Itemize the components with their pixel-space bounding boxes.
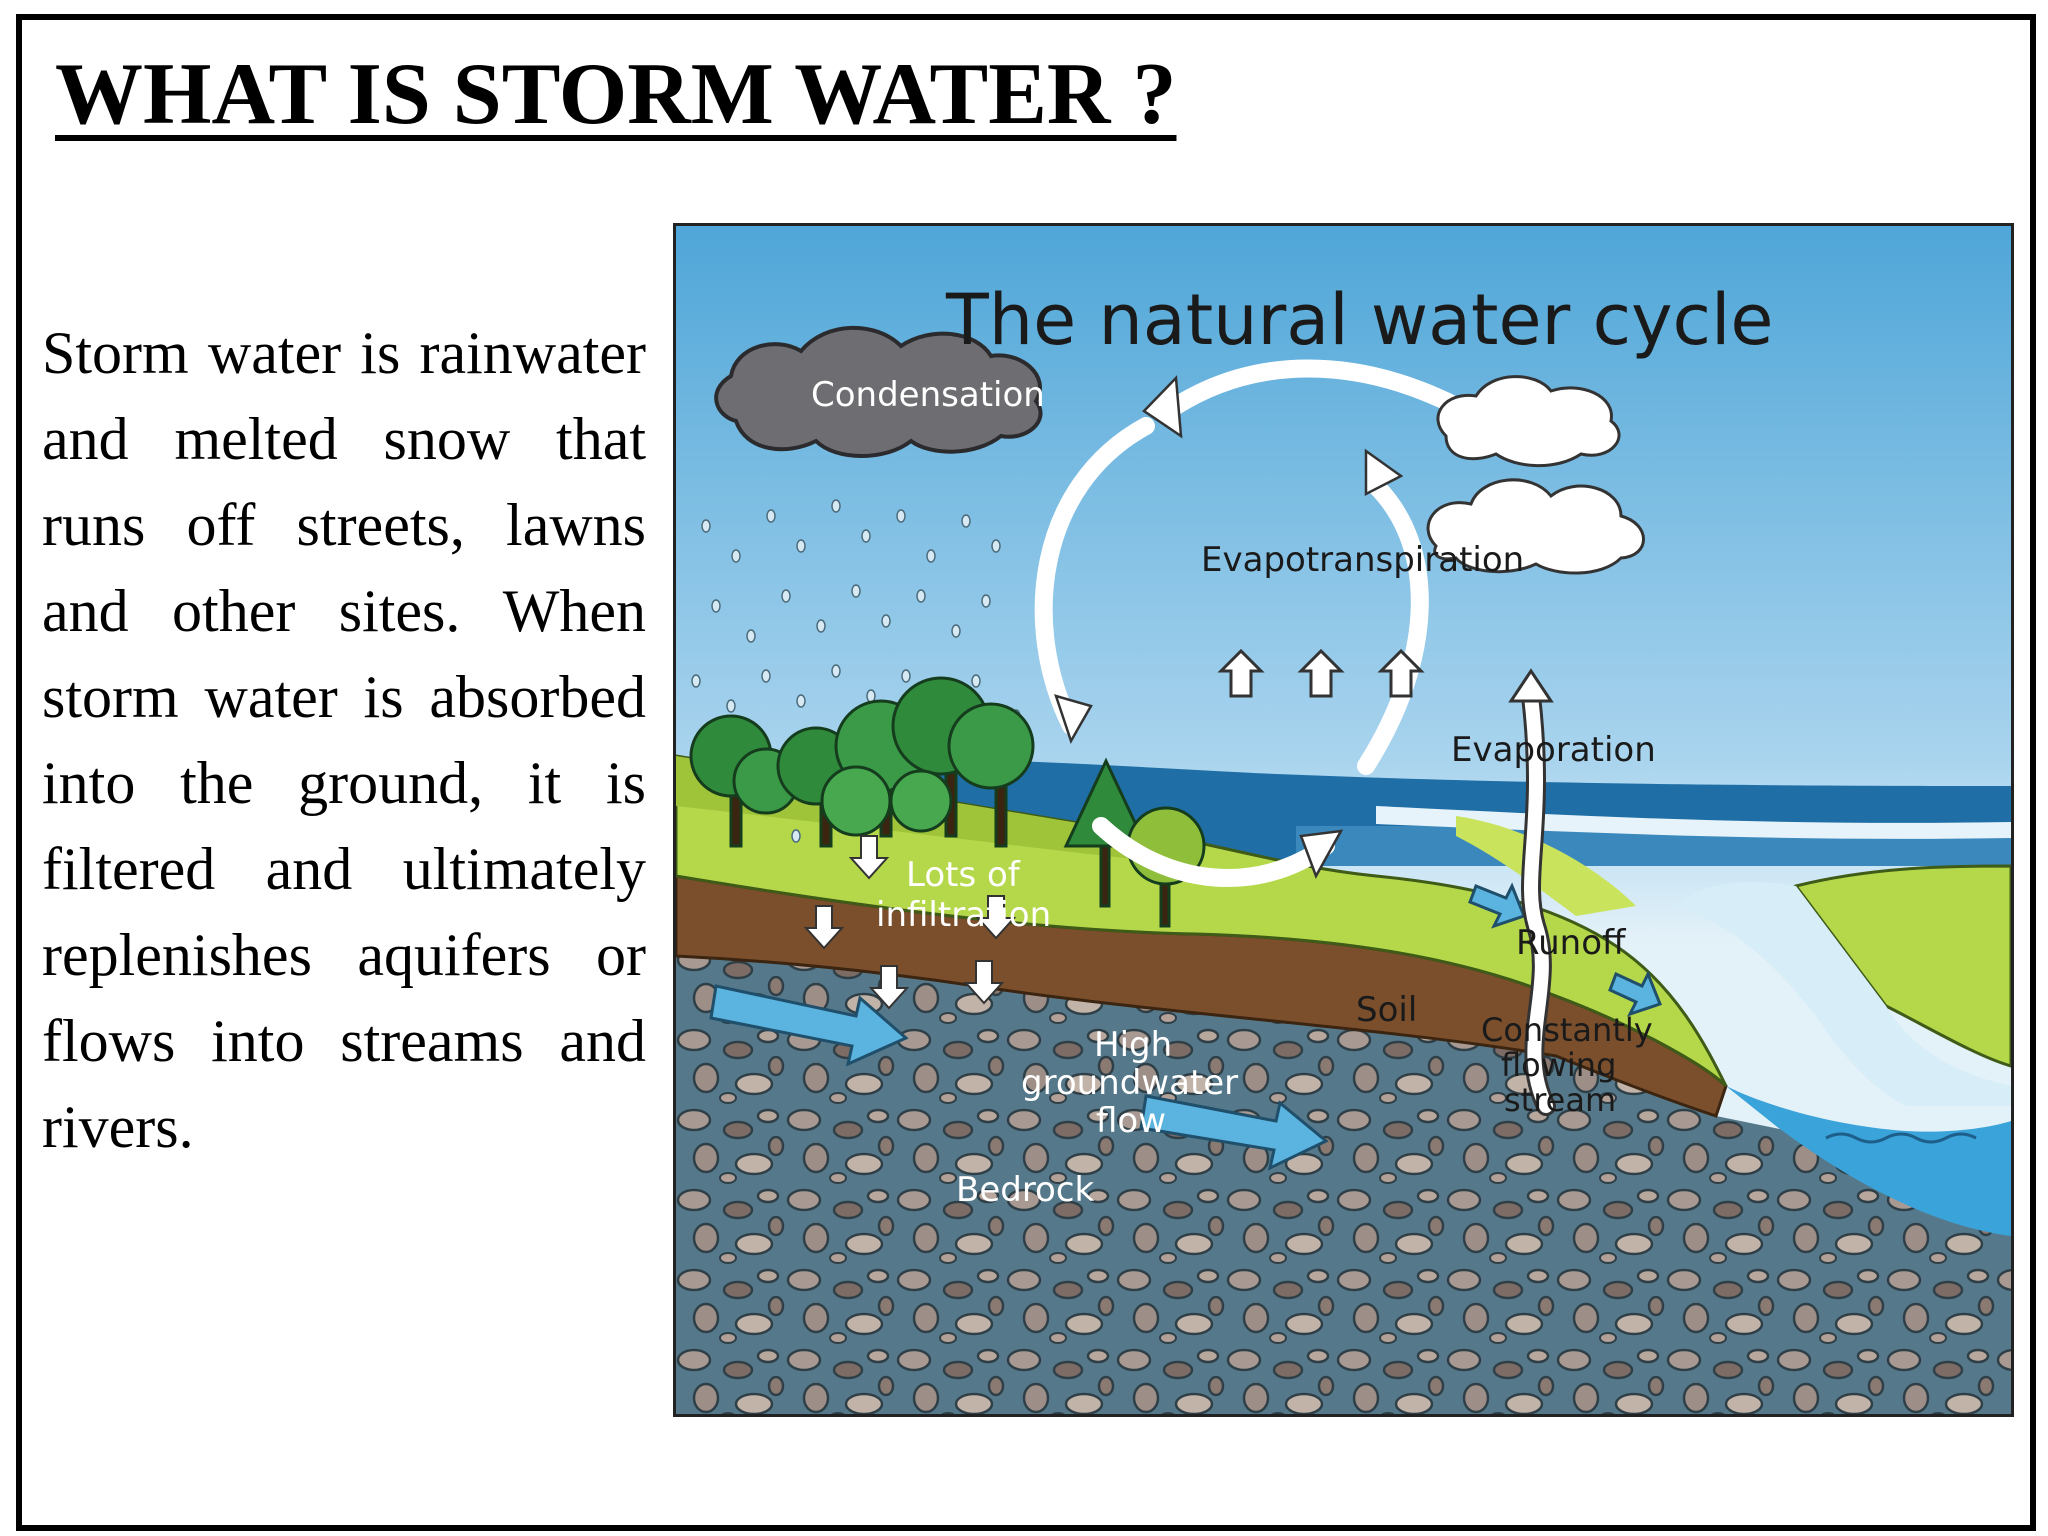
label-groundwater-3: flow [1096,1101,1166,1141]
infiltration-arrows [803,835,1017,1010]
label-evapotranspiration: Evapotranspiration [1201,540,1524,580]
white-clouds [1426,375,1645,575]
label-evaporation: Evaporation [1451,730,1656,770]
body-paragraph: Storm water is rainwater and melted snow… [42,320,646,1160]
label-stream-1: Constantly [1481,1011,1653,1049]
label-groundwater-1: High [1094,1025,1172,1065]
bedrock-layer [676,956,2011,1414]
label-stream-2: flowing [1501,1046,1616,1084]
label-stream-3: stream [1504,1081,1616,1119]
stream [1726,1086,2011,1236]
label-infiltration-2: infiltration [876,895,1051,935]
evaporation-arrow [1508,668,1556,1116]
storm-cloud [714,325,1043,458]
groundwater-flow-arrows [709,882,1662,1171]
label-groundwater-2: groundwater [1021,1063,1238,1103]
diagram-heading: The natural water cycle [945,279,1774,361]
label-infiltration-1: Lots of [906,855,1021,895]
water-cycle-diagram: The natural water cycle Condensation Eva… [673,223,2014,1417]
label-bedrock: Bedrock [956,1170,1095,1210]
label-condensation: Condensation [811,375,1045,415]
forest [689,676,1035,848]
label-soil: Soil [1356,990,1417,1030]
label-runoff: Runoff [1516,923,1627,963]
cycle-arrows [1034,359,1465,887]
page-title: WHAT IS STORM WATER ? [55,46,1177,143]
evapotranspiration-arrows [1217,648,1425,698]
